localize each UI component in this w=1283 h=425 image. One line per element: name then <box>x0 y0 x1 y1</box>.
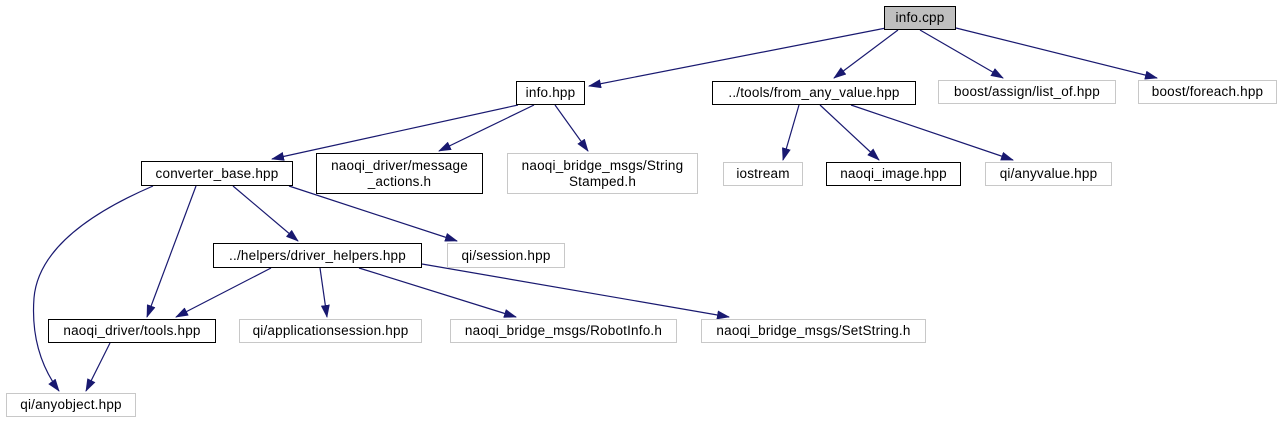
node-label: naoqi_image.hpp <box>840 166 947 181</box>
edge-converter-base-to-session <box>288 185 458 242</box>
node-label: naoqi_bridge_msgs/SetString.h <box>716 323 911 338</box>
node-robotinfo: naoqi_bridge_msgs/RobotInfo.h <box>450 319 677 343</box>
node-label-line: naoqi_driver/message <box>331 157 468 173</box>
edge-info-hpp-to-message-actions <box>438 104 535 152</box>
node-label: ../helpers/driver_helpers.hpp <box>229 247 406 263</box>
node-label: qi/session.hpp <box>461 247 551 263</box>
edge-driver-helpers-to-applicationsession <box>319 267 330 318</box>
node-anyobject: qi/anyobject.hpp <box>6 393 136 417</box>
node-message-actions[interactable]: naoqi_driver/message _actions.h <box>316 153 483 194</box>
edge-info-cpp-to-foreach <box>955 27 1158 80</box>
node-label: naoqi_driver/tools.hpp <box>63 323 201 338</box>
node-label: info.hpp <box>525 85 576 100</box>
node-anyvalue: qi/anyvalue.hpp <box>985 162 1112 186</box>
node-label: boost/assign/list_of.hpp <box>954 84 1100 99</box>
node-label: iostream <box>736 166 790 181</box>
node-driver-helpers[interactable]: ../helpers/driver_helpers.hpp <box>213 243 422 268</box>
node-list-of: boost/assign/list_of.hpp <box>938 80 1116 104</box>
node-label-line: Stamped.h <box>568 173 637 189</box>
edge-info-cpp-to-info-hpp <box>588 27 887 89</box>
node-label: naoqi_bridge_msgs/RobotInfo.h <box>464 323 663 338</box>
edge-driver-helpers-to-tools <box>175 267 272 318</box>
edge-tools-to-anyobject <box>85 342 111 392</box>
node-session: qi/session.hpp <box>447 243 565 268</box>
node-iostream: iostream <box>723 162 803 186</box>
edge-driver-helpers-to-setstring <box>421 263 730 320</box>
node-setstring: naoqi_bridge_msgs/SetString.h <box>701 319 926 343</box>
edge-from-any-value-to-anyvalue <box>850 104 1014 161</box>
node-label: ../tools/from_any_value.hpp <box>728 85 900 100</box>
edge-info-hpp-to-converter-base <box>271 104 519 161</box>
edge-driver-helpers-to-robotinfo <box>358 267 517 318</box>
node-label: qi/anyobject.hpp <box>20 397 122 412</box>
node-string-stamped: naoqi_bridge_msgs/String Stamped.h <box>507 153 698 194</box>
edge-converter-base-to-driver-helpers <box>232 185 299 242</box>
node-label: boost/foreach.hpp <box>1151 84 1264 99</box>
node-label-line: naoqi_bridge_msgs/String <box>521 157 684 173</box>
edge-info-hpp-to-string-stamped <box>554 104 589 152</box>
node-applicationsession: qi/applicationsession.hpp <box>239 319 422 343</box>
node-label: qi/anyvalue.hpp <box>999 166 1098 181</box>
node-naoqi-image[interactable]: naoqi_image.hpp <box>826 162 961 186</box>
node-converter-base[interactable]: converter_base.hpp <box>141 161 293 186</box>
edge-from-any-value-to-naoqi-image <box>819 104 880 161</box>
node-foreach: boost/foreach.hpp <box>1138 80 1277 104</box>
node-label: qi/applicationsession.hpp <box>252 323 409 338</box>
node-label-line: _actions.h <box>367 173 432 189</box>
node-info-cpp: info.cpp <box>884 6 956 30</box>
edge-from-any-value-to-iostream <box>782 104 800 161</box>
node-label: converter_base.hpp <box>155 165 279 181</box>
node-tools[interactable]: naoqi_driver/tools.hpp <box>48 319 216 343</box>
node-from-any-value[interactable]: ../tools/from_any_value.hpp <box>712 81 916 105</box>
edge-converter-base-to-tools <box>146 185 197 318</box>
edge-info-cpp-to-from-any-value <box>833 29 899 79</box>
edge-info-cpp-to-list-of <box>919 29 1004 79</box>
edge-converter-base-to-anyobject <box>32 185 154 392</box>
node-label: info.cpp <box>895 10 945 25</box>
node-info-hpp[interactable]: info.hpp <box>516 81 585 105</box>
